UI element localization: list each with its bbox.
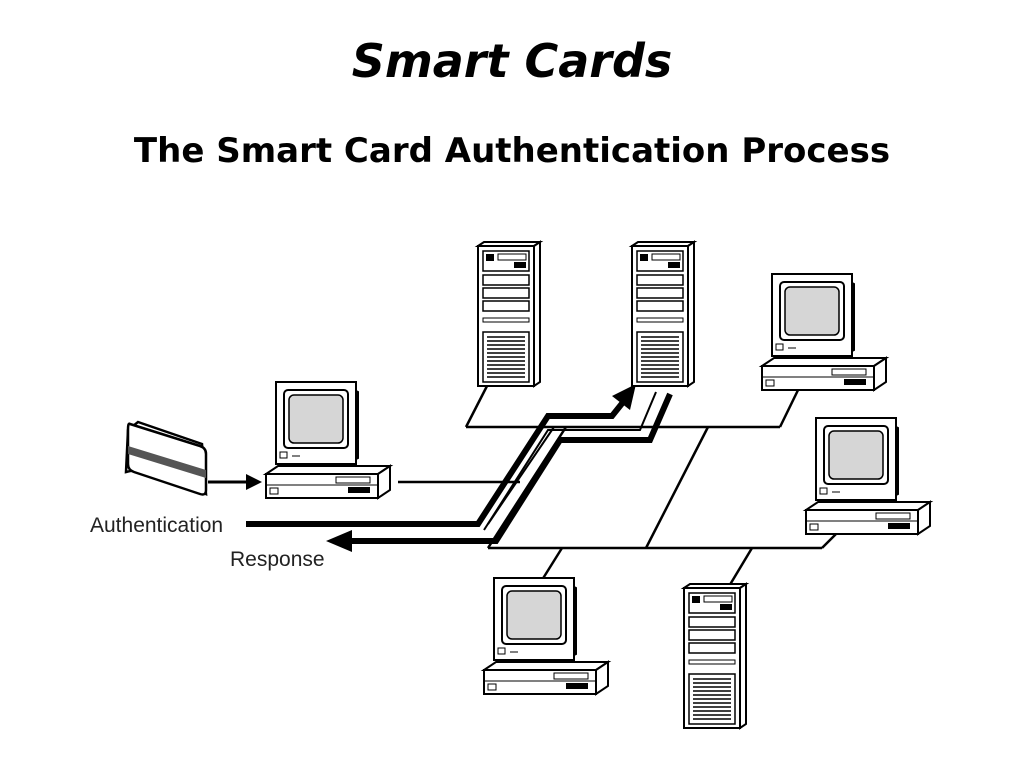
workstation-bottom-icon [483, 577, 609, 695]
client-workstation-icon [265, 381, 391, 499]
server-tower-left-icon [477, 241, 541, 387]
network-lines [398, 385, 841, 589]
authentication-server-icon [631, 241, 695, 387]
response-label: Response [230, 548, 325, 571]
workstation-top-right-icon [761, 273, 887, 391]
response-arrowhead [326, 530, 352, 552]
slide-title: Smart Cards [351, 34, 673, 88]
slide-subtitle: The Smart Card Authentication Process [133, 131, 891, 171]
authentication-label: Authentication [90, 514, 223, 537]
server-tower-bottom-icon [683, 583, 747, 729]
card-insert-arrow [208, 474, 262, 490]
workstation-right-icon [805, 417, 931, 535]
authentication-arrowhead [612, 384, 636, 410]
smart-card-icon [124, 420, 208, 496]
response-path [348, 391, 673, 544]
